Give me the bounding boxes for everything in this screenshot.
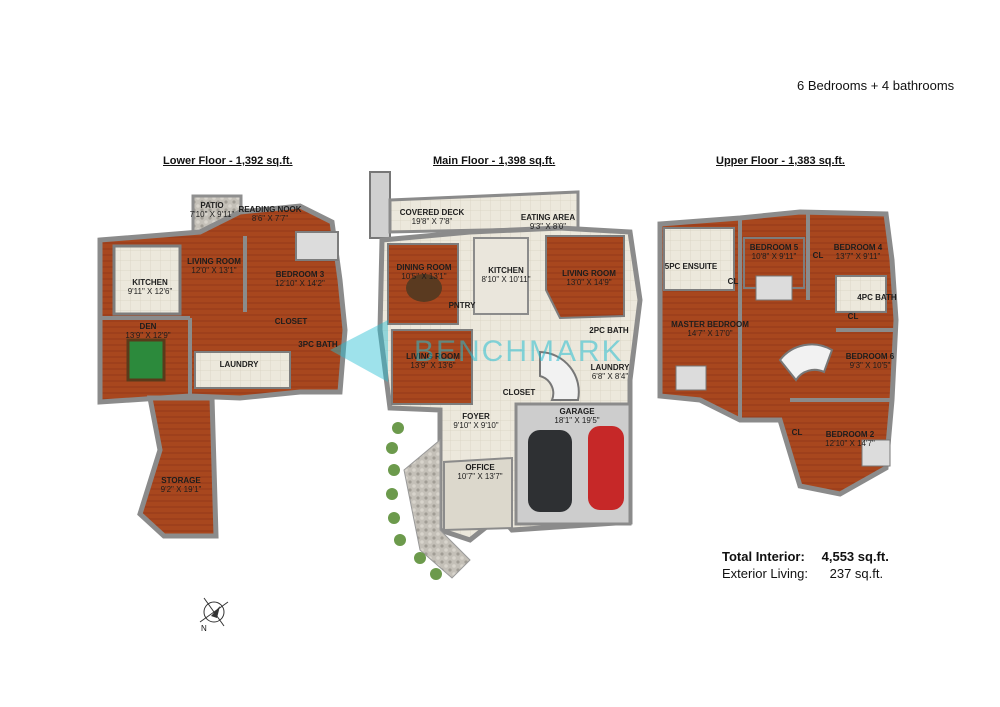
total-interior-label: Total Interior: bbox=[722, 549, 805, 564]
room-label: 2PC BATH bbox=[589, 326, 629, 335]
master-bed bbox=[675, 365, 707, 391]
ensuite-floor bbox=[663, 227, 735, 291]
room-label: CL bbox=[812, 251, 824, 260]
entry-path bbox=[403, 438, 471, 579]
room-label: 4PC BATH bbox=[857, 293, 897, 302]
total-interior-value: 4,553 sq.ft. bbox=[821, 549, 889, 564]
main-living-floor bbox=[545, 235, 625, 320]
lower-laundry-floor bbox=[194, 351, 291, 389]
upper-floor-title: Upper Floor - 1,383 sq.ft. bbox=[716, 155, 845, 167]
room-label: 5PC ENSUITE bbox=[664, 262, 718, 271]
lower-kitchen-floor bbox=[112, 244, 182, 316]
main-floor-plan bbox=[369, 171, 643, 580]
entry-shrubs bbox=[386, 422, 442, 580]
main-stairs bbox=[539, 350, 580, 401]
office-floor bbox=[443, 456, 513, 532]
pool-table bbox=[126, 338, 166, 382]
main-kitchen-floor bbox=[473, 237, 529, 315]
room-label: CL bbox=[791, 428, 803, 437]
lower-floor-title: Lower Floor - 1,392 sq.ft. bbox=[163, 155, 293, 167]
room-label: CL bbox=[727, 277, 739, 286]
bedroom-5-bed bbox=[755, 275, 793, 301]
dining-table bbox=[406, 274, 442, 302]
compass-north-label: N bbox=[201, 624, 207, 633]
room-label: CL bbox=[847, 312, 859, 321]
room-label: CLOSET bbox=[502, 388, 536, 397]
exterior-living-value: 237 sq.ft. bbox=[829, 566, 884, 581]
lower-bed bbox=[295, 231, 339, 261]
room-label: PNTRY bbox=[448, 301, 476, 310]
red-car bbox=[588, 426, 624, 510]
deck-stairs bbox=[369, 171, 391, 239]
main-living-2-floor bbox=[391, 329, 473, 405]
room-label: CLOSET bbox=[274, 317, 308, 326]
bedroom-bathroom-summary: 6 Bedrooms + 4 bathrooms bbox=[797, 78, 955, 93]
compass-icon bbox=[199, 597, 229, 627]
room-label: LAUNDRY bbox=[219, 360, 259, 369]
watermark-arrow-shape bbox=[330, 320, 388, 382]
upper-stairs bbox=[778, 343, 834, 382]
total-interior: Total Interior: 4,553 sq.ft. bbox=[722, 549, 889, 564]
exterior-living-label: Exterior Living: bbox=[722, 566, 808, 581]
room-label: 3PC BATH bbox=[298, 340, 338, 349]
watermark-text: BENCHMARK bbox=[414, 335, 624, 368]
lower-floor-plan bbox=[97, 194, 348, 539]
upper-floor-plan bbox=[657, 209, 899, 497]
black-car bbox=[528, 430, 572, 512]
main-floor-title: Main Floor - 1,398 sq.ft. bbox=[433, 155, 556, 167]
storage-area bbox=[137, 395, 219, 539]
exterior-living: Exterior Living: 237 sq.ft. bbox=[722, 566, 883, 581]
bedroom-2-bed bbox=[861, 439, 891, 467]
upper-4pc-bath-floor bbox=[835, 275, 887, 313]
